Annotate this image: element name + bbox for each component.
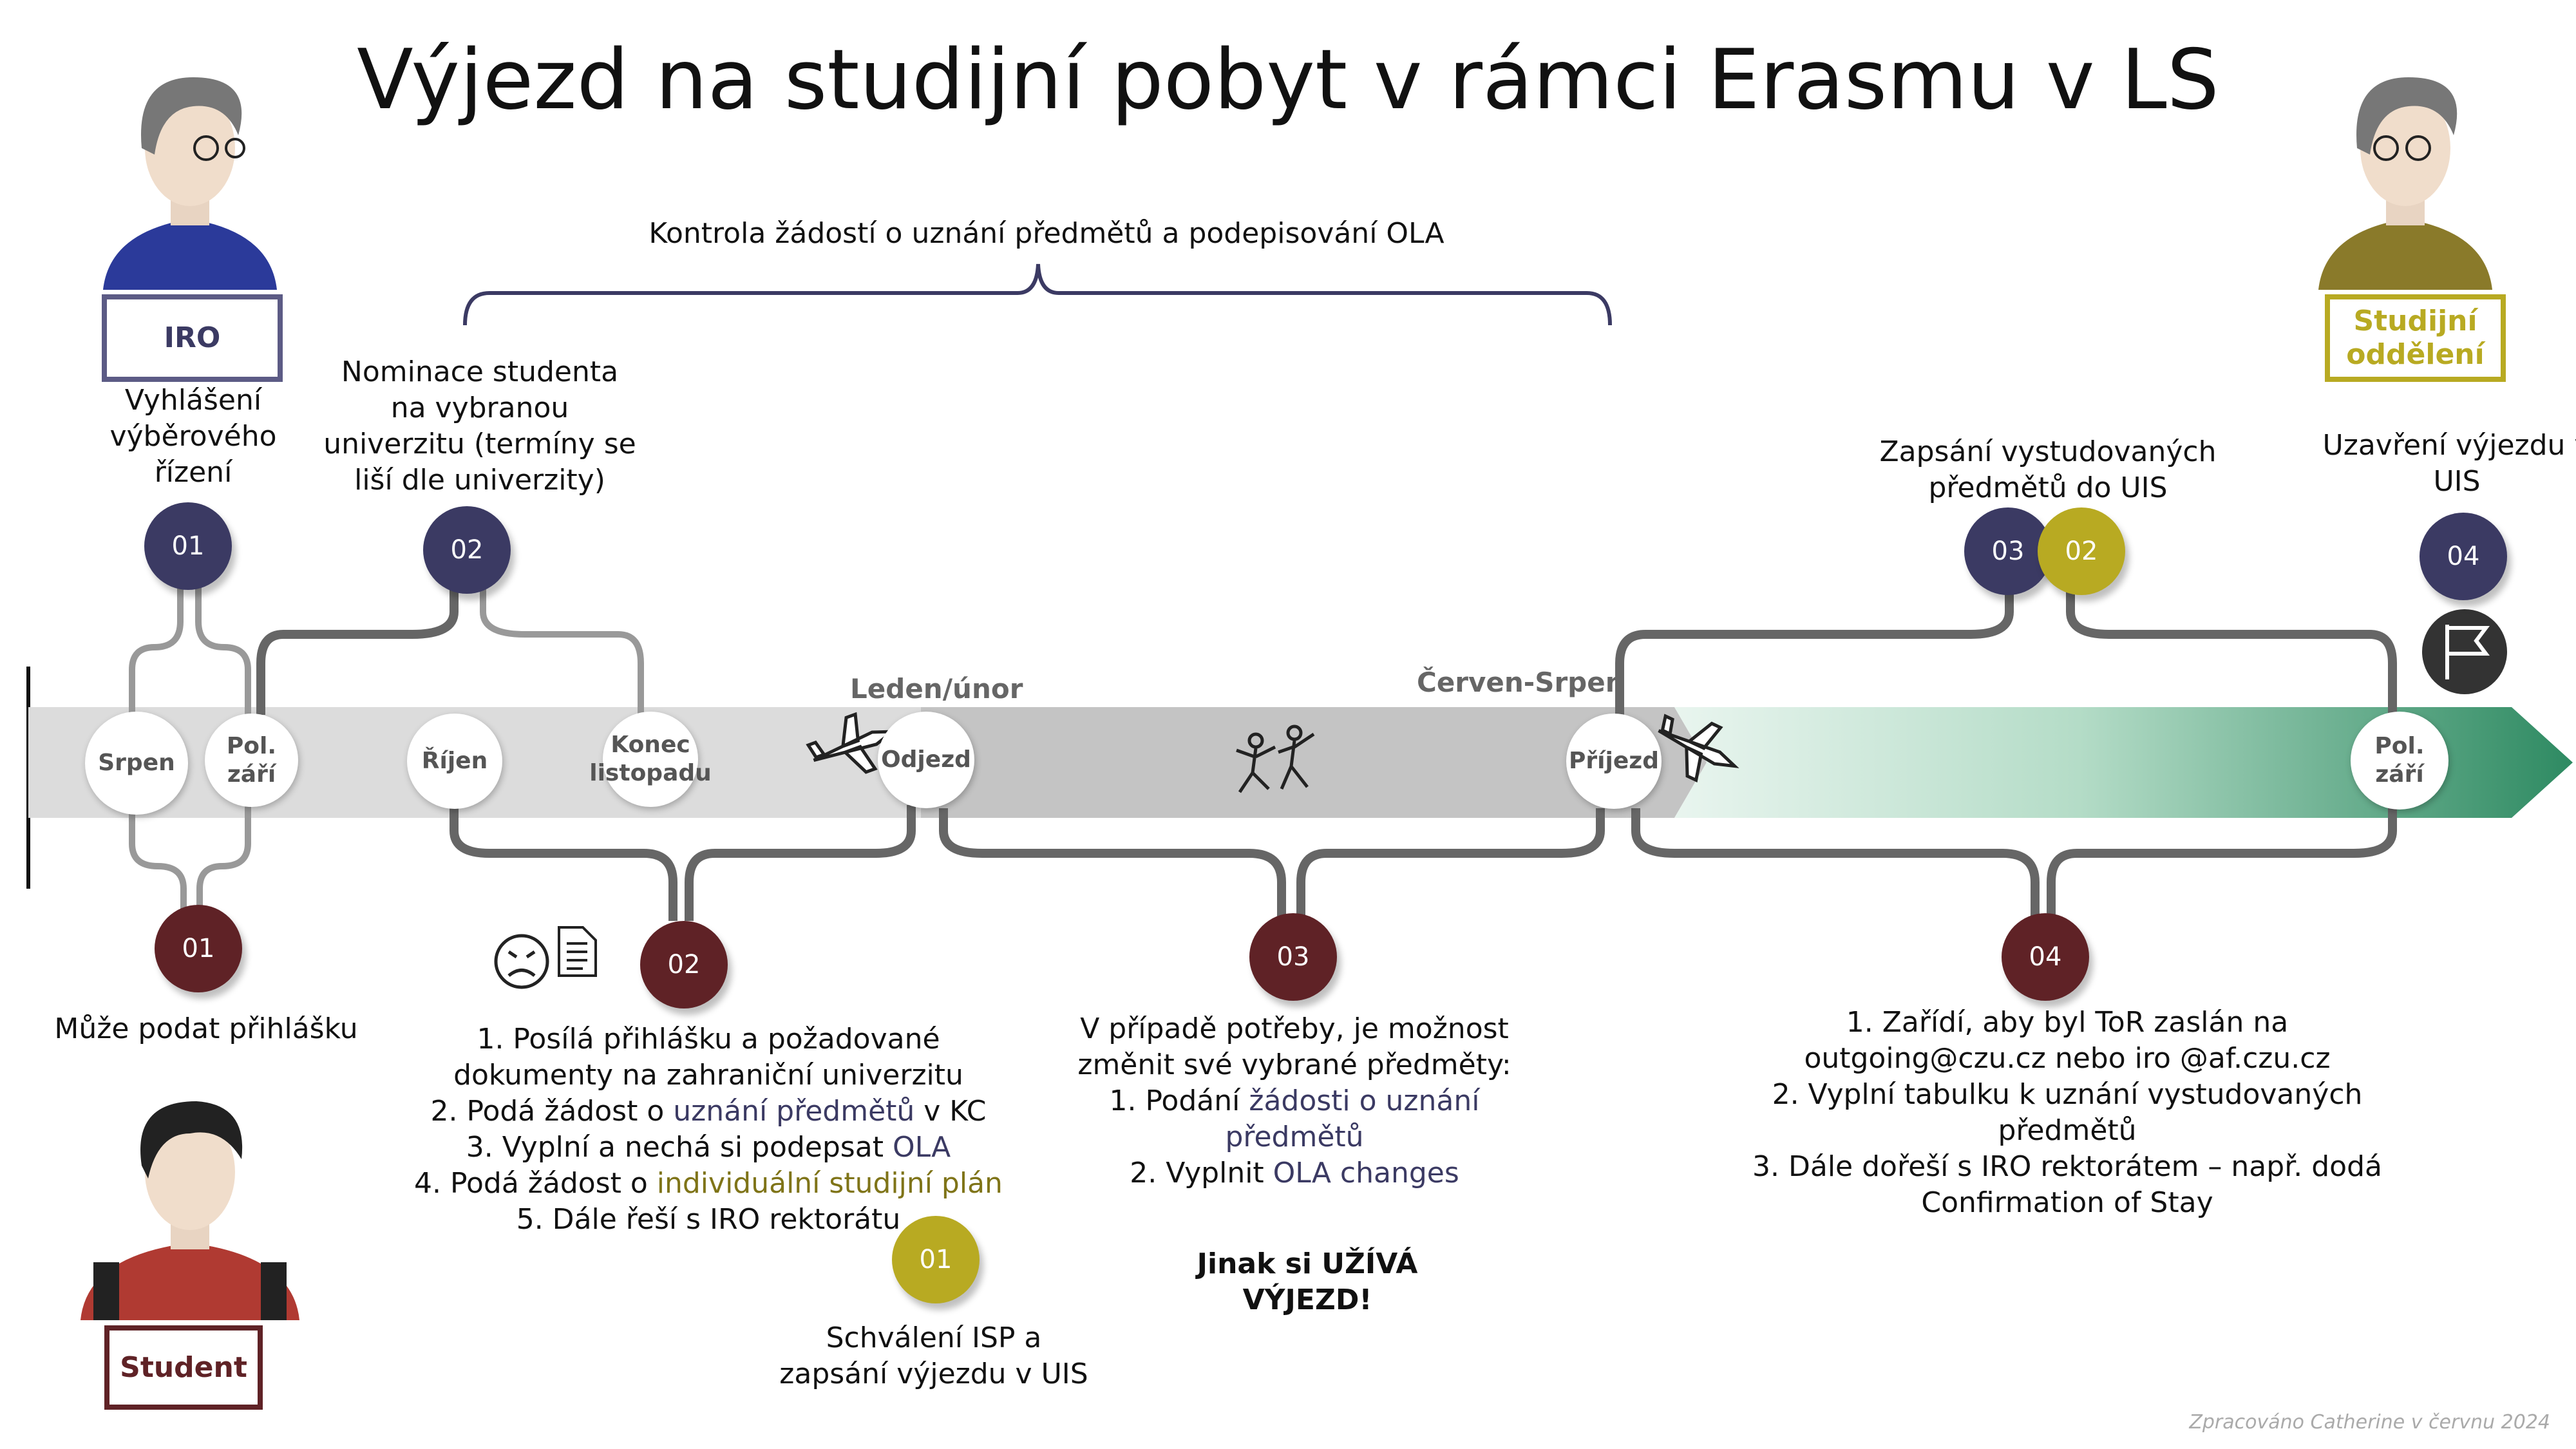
list03-item-1: 1. Podání žádosti o uznání předmětů [1109, 1084, 1480, 1153]
step-top-04-text: Uzavření výjezdu v UIS [2322, 429, 2576, 498]
celebrating-people-icon [1236, 724, 1315, 793]
step-top-02-text: Nominace studenta na vybranou univerzitu… [323, 355, 636, 497]
change-subjects-list: V případě potřeby, je možnost změnit své… [1069, 1011, 1520, 1191]
timeline-segment-3 [1674, 707, 2573, 818]
step-top-04-badge: 04 [2420, 513, 2507, 600]
step-bottom-04-badge: 04 [2002, 913, 2089, 1001]
list02-item-3: 3. Vyplní a nechá si podepsat OLA [466, 1131, 951, 1164]
study-step-01-badge: 01 [892, 1216, 980, 1303]
timeline-segment-2 [921, 707, 1707, 818]
list04-item-2: 2. Vyplní tabulku k uznání vystudovaných… [1772, 1078, 2363, 1147]
timeline-point-konec-listopadu: Konec listopadu [589, 712, 712, 807]
list04-item-3: 3. Dále dořeší s IRO rektorátem – např. … [1752, 1150, 2382, 1219]
step-bottom-01-badge: 01 [155, 905, 242, 992]
sad-face-icon [494, 934, 549, 989]
footer-credit: Zpracováno Catherine v červnu 2024 [2189, 1411, 2550, 1434]
plane-arrival-icon [1658, 714, 1739, 782]
list02-item-2: 2. Podá žádost o uznání předmětů v KC [430, 1095, 987, 1128]
after-return-list: 1. Zařídí, aby byl ToR zaslán na outgoin… [1726, 1005, 2409, 1221]
student-avatar [80, 1101, 299, 1320]
step-top-study-02-badge: 02 [2038, 507, 2125, 595]
iro-avatar [103, 77, 277, 290]
step-bottom-01-text: Může podat přihlášku [54, 1012, 358, 1045]
step-top-03-text: Zapsání vystudovaných předmětů do UIS [1879, 435, 2217, 504]
timeline-point-rijen: Říjen [407, 714, 502, 809]
list03-item-2: 2. Vyplnit OLA changes [1130, 1157, 1459, 1189]
role-student: Student [104, 1325, 263, 1410]
step-top-02-badge: 02 [423, 506, 511, 594]
step-bottom-03-badge: 03 [1249, 913, 1337, 1001]
student-tasks-list: 1. Posílá přihlášku a požadované dokumen… [399, 1021, 1018, 1238]
role-study-office: Studijní oddělení [2325, 294, 2506, 382]
step-bottom-02-badge: 02 [640, 921, 728, 1009]
enjoy-note: Jinak si UŽÍVÁ VÝJEZD! [1197, 1247, 1418, 1316]
study-office-avatar [2318, 77, 2492, 290]
study-step-01-text: Schválení ISP a zapsání výjezdu v UIS [779, 1321, 1088, 1390]
list04-item-1: 1. Zařídí, aby byl ToR zaslán na outgoin… [1804, 1006, 2331, 1075]
list03-intro: V případě potřeby, je možnost změnit své… [1077, 1012, 1511, 1081]
period-label-jan-feb: Leden/únor [850, 673, 1023, 705]
step-top-01-badge: 01 [144, 502, 232, 590]
step-top-01-text: Vyhlášení výběrového řízení [109, 384, 277, 489]
period-label-jun-aug: Červen-Srpen [1417, 667, 1625, 698]
list02-item-1: 1. Posílá přihlášku a požadované dokumen… [453, 1023, 963, 1092]
role-iro: IRO [102, 294, 283, 382]
timeline-point-pol-zari: Pol. září [205, 714, 298, 807]
step-top-03-badge: 03 [1964, 507, 2052, 595]
timeline-point-srpen: Srpen [85, 712, 188, 815]
finish-flag-icon [2445, 625, 2490, 679]
document-icon [558, 926, 597, 977]
list02-item-4: 4. Podá žádost o individuální studijní p… [414, 1167, 1003, 1200]
timeline-point-pol-zari-end: Pol. září [2351, 712, 2448, 810]
timeline-point-odjezd: Odjezd [878, 712, 974, 808]
top-brace-label: Kontrola žádostí o uznání předmětů a pod… [649, 217, 1444, 250]
list02-item-5: 5. Dále řeší s IRO rektorátu [516, 1203, 901, 1236]
timeline-point-prijezd: Příjezd [1566, 714, 1662, 809]
page-title: Výjezd na studijní pobyt v rámci Erasmu … [357, 32, 2219, 128]
top-brace [463, 263, 1612, 326]
